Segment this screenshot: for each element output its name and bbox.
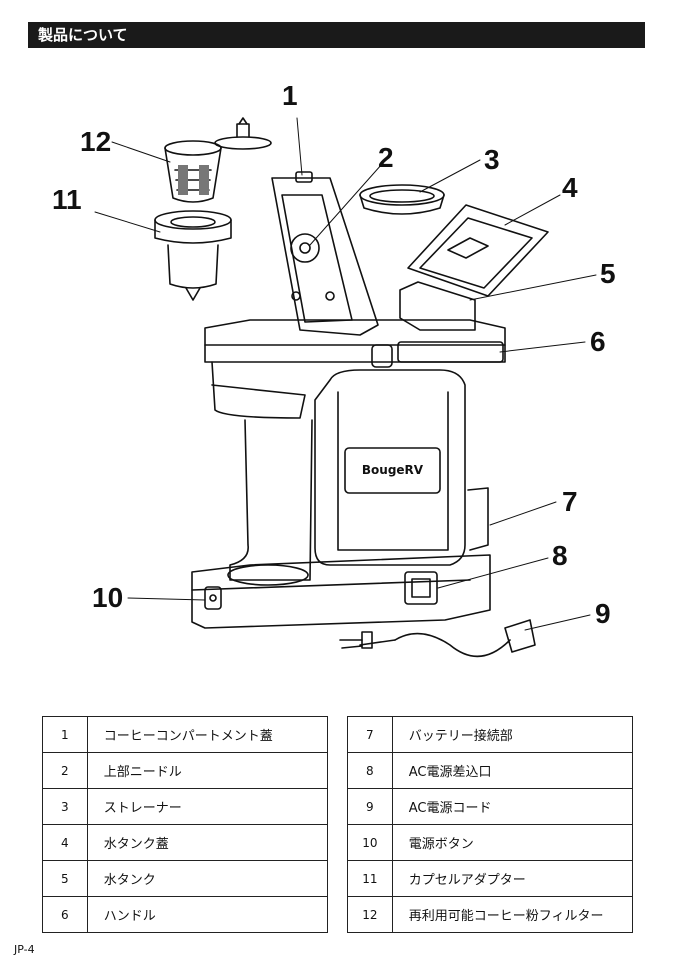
callout-6: 6 bbox=[590, 326, 606, 357]
callout-1: 1 bbox=[282, 80, 298, 111]
strainer bbox=[359, 184, 445, 215]
part-name: AC電源コード bbox=[391, 788, 634, 825]
callout-2: 2 bbox=[378, 142, 394, 173]
part-name: 水タンク蓋 bbox=[86, 824, 329, 861]
page-number: JP-4 bbox=[14, 943, 35, 956]
part-number: 11 bbox=[347, 860, 393, 897]
callout-3: 3 bbox=[484, 144, 500, 175]
part-number: 3 bbox=[42, 788, 88, 825]
part-name: 水タンク bbox=[86, 860, 329, 897]
coffee-maker-illustration bbox=[94, 117, 597, 658]
capsule-adapter bbox=[154, 210, 232, 301]
callout-7: 7 bbox=[562, 486, 578, 517]
part-name: ハンドル bbox=[86, 896, 329, 933]
callout-4: 4 bbox=[562, 172, 578, 203]
part-number: 8 bbox=[347, 752, 393, 789]
part-number: 12 bbox=[347, 896, 393, 933]
machine-body bbox=[191, 369, 491, 629]
part-number: 6 bbox=[42, 896, 88, 933]
callout-11: 11 bbox=[52, 184, 82, 215]
water-tank-lid bbox=[407, 204, 549, 297]
part-name: バッテリー接続部 bbox=[391, 716, 634, 753]
part-name: コーヒーコンパートメント蓋 bbox=[86, 716, 329, 753]
part-number: 9 bbox=[347, 788, 393, 825]
part-name: 上部ニードル bbox=[86, 752, 329, 789]
section-title: 製品について bbox=[28, 22, 645, 48]
product-diagram: 1 2 3 4 5 6 7 8 9 10 11 12 BougeRV bbox=[0, 60, 680, 700]
callout-10: 10 bbox=[92, 582, 124, 613]
callout-5: 5 bbox=[600, 258, 616, 289]
part-name: 再利用可能コーヒー粉フィルター bbox=[391, 896, 634, 933]
callout-9: 9 bbox=[595, 598, 611, 629]
part-name: AC電源差込口 bbox=[391, 752, 634, 789]
filter-basket bbox=[164, 117, 272, 203]
part-number: 2 bbox=[42, 752, 88, 789]
part-name: カプセルアダプター bbox=[391, 860, 634, 897]
brand-label: BougeRV bbox=[361, 463, 424, 477]
part-name: ストレーナー bbox=[86, 788, 329, 825]
part-number: 7 bbox=[347, 716, 393, 753]
part-name: 電源ボタン bbox=[391, 824, 634, 861]
callout-8: 8 bbox=[552, 540, 568, 571]
part-number: 10 bbox=[347, 824, 393, 861]
machine-top bbox=[204, 171, 506, 419]
part-number: 1 bbox=[42, 716, 88, 753]
power-cord bbox=[339, 619, 536, 658]
part-number: 4 bbox=[42, 824, 88, 861]
leader-lines bbox=[94, 117, 597, 631]
callout-12: 12 bbox=[80, 126, 112, 157]
part-number: 5 bbox=[42, 860, 88, 897]
